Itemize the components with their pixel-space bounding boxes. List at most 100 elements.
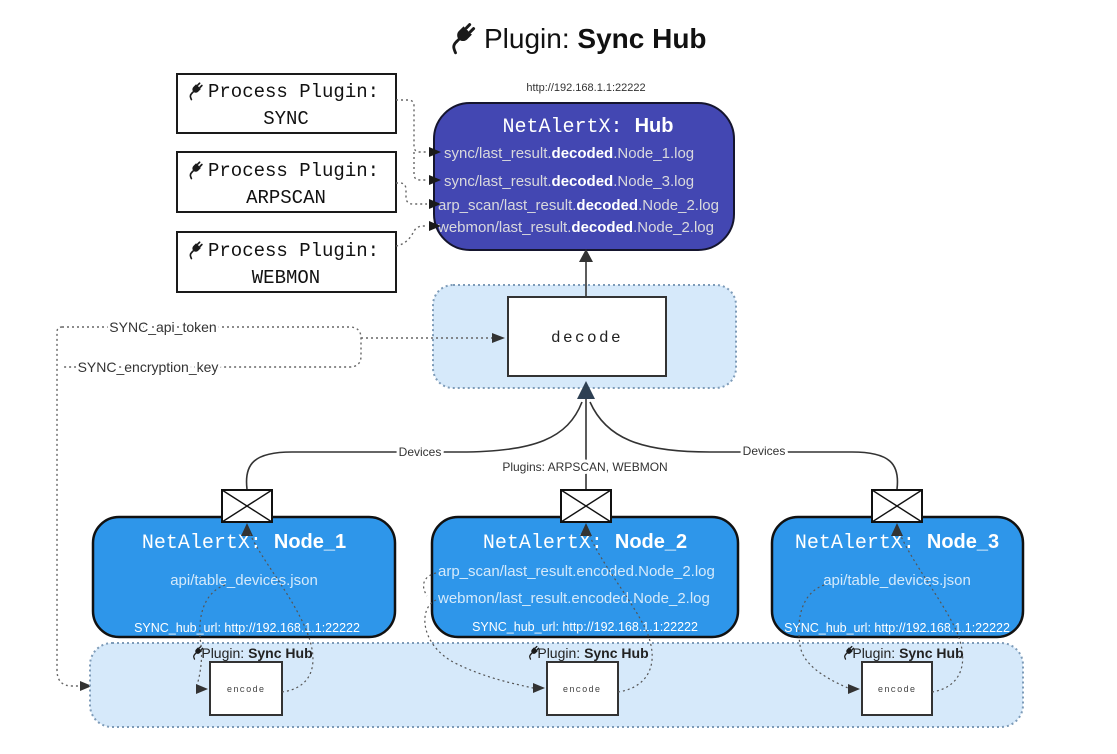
hub-line-bold: decoded [576, 197, 638, 214]
node-title-bold: Node_2 [615, 531, 687, 553]
node-title-prefix: NetAlertX: [142, 532, 274, 555]
node-title-bold: Node_3 [927, 531, 999, 553]
hub-rect [433, 102, 735, 251]
hub-line-bold: decoded [571, 219, 633, 236]
encoder-3: Plugin: Sync Hub encode [840, 644, 964, 716]
node-hub-url: SYNC_hub_url: http://192.168.1.1:22222 [784, 621, 1010, 635]
node-1-box: NetAlertX: Node_1 api/table_devices.json… [91, 515, 397, 639]
arrow-up-icon [241, 523, 253, 536]
hub-line-pre: webmon/last_result. [437, 219, 571, 236]
envelope-icon [871, 489, 923, 523]
arrow-right-icon [492, 333, 505, 343]
edge-node3-to-encode [798, 584, 849, 689]
encoder-label: Plugin: Sync Hub [537, 645, 648, 661]
edge-label-devices-left: Devices [399, 445, 442, 459]
page-title: Plugin: Sync Hub [444, 20, 707, 55]
envelope-icon [221, 489, 273, 523]
process-plugin-rect [176, 231, 397, 293]
edge-encode1-to-envelope [249, 533, 314, 693]
process-plugin-label: Process Plugin: [208, 81, 379, 103]
encoder-label: Plugin: Sync Hub [852, 645, 963, 661]
node-hub-url: SYNC_hub_url: http://192.168.1.1:22222 [472, 620, 698, 634]
encode-label: encode [563, 685, 601, 695]
hub-log-line: sync/last_result.decoded.Node_3.log [444, 173, 694, 190]
encode-box [209, 661, 283, 716]
hub-in-arrow-icon [429, 221, 441, 231]
process-plugin-name: WEBMON [252, 267, 320, 289]
edge-node1-to-decode [245, 401, 583, 490]
hub-line-post: .Node_2.log [638, 197, 719, 214]
hub-title-prefix: NetAlertX: [503, 116, 635, 139]
hub-url-label: http://192.168.1.1:22222 [526, 82, 645, 94]
process-plugin-arpscan: Process Plugin: ARPSCAN [176, 151, 397, 213]
encoder-label-bold: Sync Hub [584, 645, 649, 661]
encoder-label-prefix: Plugin: [537, 645, 584, 661]
node-title-bold: Node_1 [274, 531, 346, 553]
node-title-prefix: NetAlertX: [483, 532, 615, 555]
arrow-right-icon [848, 684, 860, 694]
process-plugin-label: Process Plugin: [208, 160, 379, 182]
hub-line-post: .Node_2.log [633, 219, 714, 236]
hub-log-line: webmon/last_result.decoded.Node_2.log [437, 219, 714, 236]
hub-in-arrow-icon [429, 147, 441, 157]
node-file: arp_scan/last_result.encoded.Node_2.log [438, 563, 715, 580]
hub-line-pre: arp_scan/last_result. [438, 197, 576, 214]
hub-box: NetAlertX: Hub sync/last_result.decoded.… [429, 102, 735, 251]
hub-title-bold: Hub [635, 115, 674, 137]
encoder-label-prefix: Plugin: [852, 645, 899, 661]
hub-in-arrow-icon [429, 175, 441, 185]
decode-container: decode [432, 284, 737, 389]
connector-sync-node1 [396, 99, 427, 153]
edge-encode3-to-envelope [899, 533, 964, 693]
plug-icon [444, 20, 479, 55]
process-plugin-name: SYNC [263, 108, 309, 130]
edge-node2-to-encode [424, 599, 534, 689]
hub-line-bold: decoded [552, 145, 614, 162]
page-title-text: Plugin: Sync Hub [484, 23, 707, 54]
node-hub-url: SYNC_hub_url: http://192.168.1.1:22222 [134, 621, 360, 635]
process-plugin-rect [176, 151, 397, 213]
page-title-prefix: Plugin: [484, 23, 577, 54]
token-vertical-line [56, 326, 80, 687]
envelope-icon [560, 489, 612, 523]
arrow-right-icon [80, 681, 92, 691]
edge-label-devices-right: Devices [743, 444, 786, 458]
process-plugin-webmon: Process Plugin: WEBMON [176, 231, 397, 293]
encode-label: encode [878, 685, 916, 695]
arrow-right-icon [533, 683, 545, 693]
connector-webmon [395, 225, 427, 247]
process-plugin-name: ARPSCAN [246, 187, 326, 209]
hub-line-bold: decoded [552, 173, 614, 190]
encode-box [546, 661, 619, 716]
node-file: api/table_devices.json [170, 572, 318, 589]
edge-node3-to-decode [589, 401, 899, 490]
hub-line-post: .Node_3.log [613, 173, 694, 190]
process-plugin-label: Process Plugin: [208, 240, 379, 262]
edge-node1-to-encode [195, 584, 226, 689]
arrow-up-icon [579, 249, 593, 262]
node-title: NetAlertX: Node_2 [483, 531, 687, 555]
merge-arrow-up-icon [577, 381, 595, 399]
encoder-label-bold: Sync Hub [248, 645, 313, 661]
sync-encryption-key-label: SYNC_encryption_key [78, 359, 219, 375]
encoder-label: Plugin: Sync Hub [201, 645, 312, 661]
arrow-up-icon [580, 523, 592, 536]
hub-line-pre: sync/last_result. [444, 173, 552, 190]
process-plugin-sync: Process Plugin: SYNC [176, 73, 397, 134]
decode-label: decode [551, 329, 623, 347]
hub-title: NetAlertX: Hub [503, 115, 674, 139]
encode-box [861, 661, 933, 716]
hub-log-line: sync/last_result.decoded.Node_1.log [444, 145, 694, 162]
connector-sync-node3 [413, 152, 427, 181]
token-loop-line [62, 326, 362, 368]
encoder-label-bold: Sync Hub [899, 645, 964, 661]
hub-log-line: arp_scan/last_result.decoded.Node_2.log [438, 197, 719, 214]
edge-encode2-to-envelope [588, 533, 653, 693]
decode-box [507, 296, 667, 377]
node-file: api/table_devices.json [823, 572, 971, 589]
edge-label-plugins-mid: Plugins: ARPSCAN, WEBMON [502, 460, 667, 474]
node-title-prefix: NetAlertX: [795, 532, 927, 555]
hub-line-pre: sync/last_result. [444, 145, 552, 162]
node-3-box: NetAlertX: Node_3 api/table_devices.json… [770, 515, 1025, 639]
